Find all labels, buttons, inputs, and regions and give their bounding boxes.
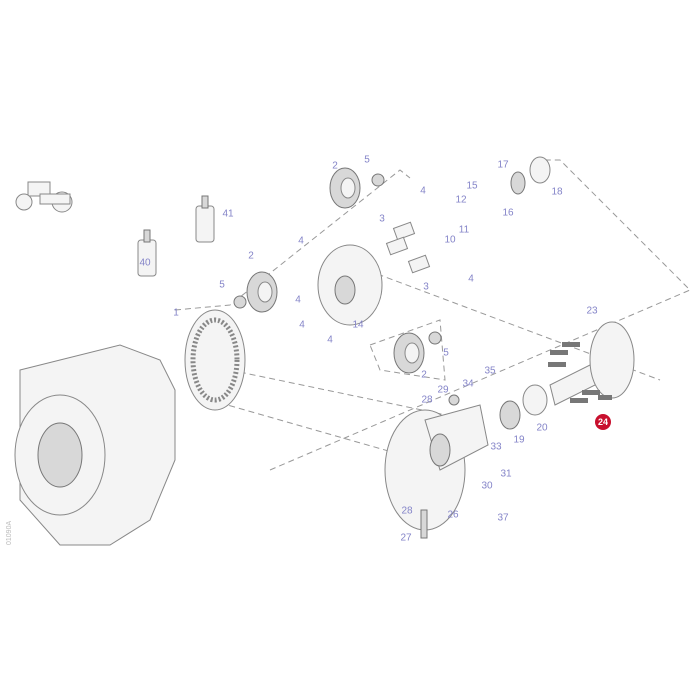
transmission-housing xyxy=(14,344,176,546)
part-label[interactable]: 23 xyxy=(586,305,598,317)
part-label[interactable]: 28 xyxy=(421,394,433,406)
part-label[interactable]: 1 xyxy=(173,307,179,319)
part-label[interactable]: 30 xyxy=(481,480,493,492)
part-label[interactable]: 17 xyxy=(497,159,509,171)
planet-gear xyxy=(329,167,361,209)
tool-41-icon xyxy=(195,195,215,243)
part-label[interactable]: 35 xyxy=(484,365,496,377)
highlighted-part-24[interactable]: 24 xyxy=(595,414,611,430)
part-label[interactable]: 2 xyxy=(248,250,254,262)
part-label[interactable]: 4 xyxy=(420,185,426,197)
drawing-code: 01090A xyxy=(6,520,13,545)
part-label[interactable]: 4 xyxy=(295,294,301,306)
part-label[interactable]: 29 xyxy=(437,384,449,396)
tool-40-icon xyxy=(137,229,157,277)
part-label[interactable]: 18 xyxy=(551,186,563,198)
part-label[interactable]: 20 xyxy=(536,422,548,434)
part-label[interactable]: 5 xyxy=(443,347,449,359)
part-label[interactable]: 40 xyxy=(139,257,151,269)
ring-gear xyxy=(184,309,246,411)
final-drive-housing xyxy=(384,404,489,531)
planet-gear xyxy=(246,271,278,313)
tractor-icon xyxy=(15,181,73,213)
part-label[interactable]: 14 xyxy=(352,319,364,331)
part-label[interactable]: 26 xyxy=(447,509,459,521)
part-label[interactable]: 16 xyxy=(502,207,514,219)
part-label[interactable]: 2 xyxy=(332,160,338,172)
part-label[interactable]: 34 xyxy=(462,378,474,390)
part-label[interactable]: 19 xyxy=(513,434,525,446)
part-label[interactable]: 3 xyxy=(423,281,429,293)
part-label[interactable]: 41 xyxy=(222,208,234,220)
part-label[interactable]: 31 xyxy=(500,468,512,480)
part-label[interactable]: 33 xyxy=(490,441,502,453)
part-label[interactable]: 5 xyxy=(364,154,370,166)
part-label[interactable]: 4 xyxy=(327,334,333,346)
part-label[interactable]: 2 xyxy=(421,369,427,381)
part-label[interactable]: 5 xyxy=(219,279,225,291)
part-label[interactable]: 4 xyxy=(468,273,474,285)
part-label[interactable]: 27 xyxy=(400,532,412,544)
planet-carrier xyxy=(317,244,383,326)
part-label[interactable]: 15 xyxy=(466,180,478,192)
part-label[interactable]: 3 xyxy=(379,213,385,225)
part-label[interactable]: 28 xyxy=(401,505,413,517)
part-label[interactable]: 12 xyxy=(455,194,467,206)
part-label[interactable]: 37 xyxy=(497,512,509,524)
axle-shaft xyxy=(549,321,635,406)
part-label[interactable]: 11 xyxy=(458,224,470,236)
part-label[interactable]: 4 xyxy=(298,235,304,247)
planet-gear xyxy=(393,332,425,374)
part-label[interactable]: 10 xyxy=(444,234,456,246)
part-label[interactable]: 4 xyxy=(299,319,305,331)
